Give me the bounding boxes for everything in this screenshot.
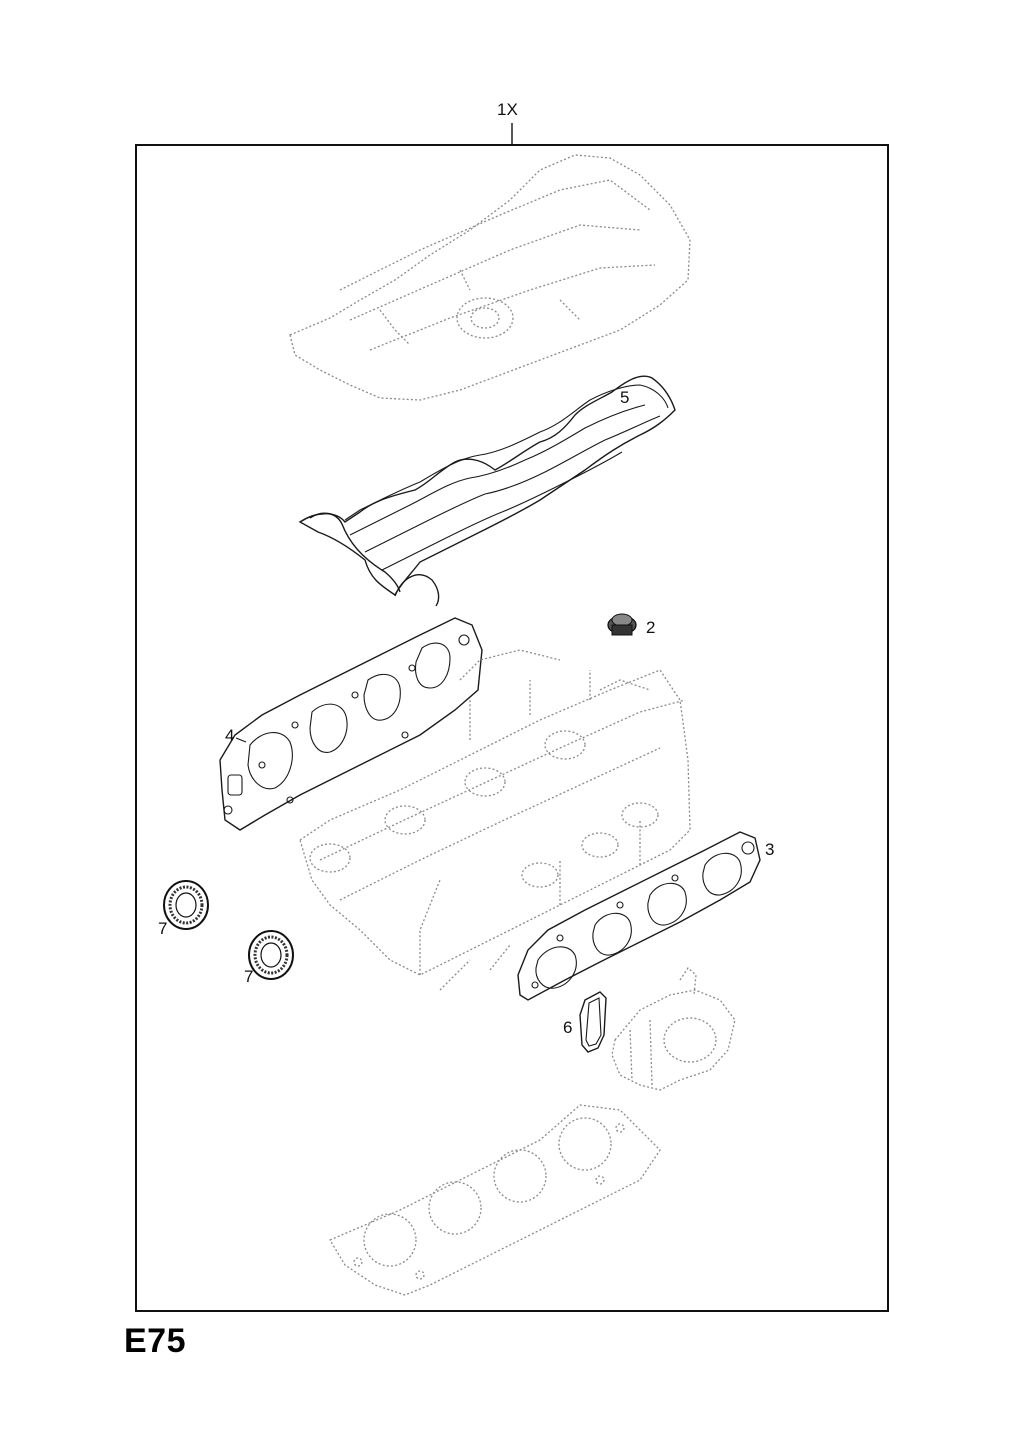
assembly-label: 1X <box>497 100 518 119</box>
ghost-cylinder-head <box>299 649 691 991</box>
callout-3: 3 <box>765 840 774 859</box>
oil-seal-lower <box>248 930 294 980</box>
oil-seal-upper <box>163 880 209 930</box>
callout-6: 6 <box>563 1018 572 1037</box>
cam-cover-gasket <box>298 375 676 607</box>
callout-7-lower: 7 <box>244 967 253 986</box>
callout-4: 4 <box>225 726 234 745</box>
callout-2: 2 <box>646 618 655 637</box>
ghost-intake-manifold <box>289 154 691 401</box>
assembly-frame <box>135 144 889 1312</box>
exhaust-manifold-gasket <box>219 617 483 831</box>
plug-part <box>607 613 637 636</box>
ghost-head-gasket <box>329 1104 661 1296</box>
ghost-thermostat-housing <box>611 967 736 1091</box>
thermostat-housing-gasket <box>579 991 607 1053</box>
callout-5: 5 <box>620 388 629 407</box>
callout-7-upper: 7 <box>158 919 167 938</box>
page-code: E75 <box>124 1322 186 1360</box>
intake-manifold-gasket <box>517 831 761 1001</box>
leader-4 <box>235 737 247 743</box>
